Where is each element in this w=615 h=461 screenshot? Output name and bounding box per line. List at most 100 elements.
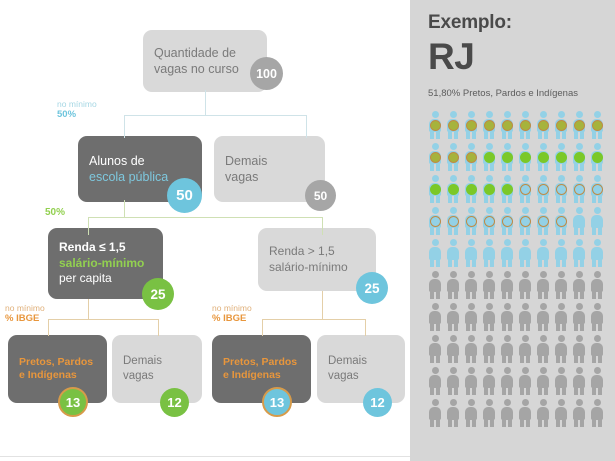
- figure-body: [501, 375, 513, 388]
- figure-leg-left: [574, 163, 578, 171]
- figure-head: [431, 271, 439, 278]
- figure-leg-left: [466, 227, 470, 235]
- pictogram-figure: [553, 334, 569, 364]
- figure-marker-ring: [483, 216, 495, 227]
- figure-leg-right: [436, 387, 440, 395]
- pictogram-figure: [463, 206, 479, 236]
- figure-body: [573, 247, 585, 260]
- figure-body: [573, 375, 585, 388]
- figure-head: [539, 175, 547, 182]
- badge-ppi-esquerda: 13: [58, 387, 88, 417]
- connector-renda-maior-down: [322, 217, 323, 235]
- figure-body: [501, 247, 513, 260]
- figure-head: [557, 271, 565, 278]
- figure-marker-olive: [429, 152, 441, 163]
- figure-body: [465, 407, 477, 420]
- pictogram-figure: [589, 110, 605, 140]
- figure-body: [483, 343, 495, 356]
- badge-demais-vagas-3: 12: [363, 388, 392, 417]
- pictogram-figure: [445, 270, 461, 300]
- figure-head: [557, 111, 565, 118]
- figure-leg-right: [508, 387, 512, 395]
- pictogram-figure: [517, 366, 533, 396]
- figure-leg-left: [592, 195, 596, 203]
- figure-leg-left: [520, 387, 524, 395]
- figure-head: [449, 143, 457, 150]
- figure-leg-left: [538, 163, 542, 171]
- figure-leg-right: [562, 163, 566, 171]
- connector-escola-down: [124, 115, 125, 138]
- node-ppi-direita[interactable]: Pretos, Pardos e Indígenas: [212, 335, 311, 403]
- figure-marker-green: [573, 152, 585, 163]
- node-demais-vagas-3[interactable]: Demais vagas: [317, 335, 405, 403]
- node-ppi-esquerda[interactable]: Pretos, Pardos e Indígenas: [8, 335, 107, 403]
- figure-head: [467, 175, 475, 182]
- node-line: Renda ≤ 1,5: [59, 240, 126, 255]
- figure-head: [485, 239, 493, 246]
- pictogram-figure: [517, 302, 533, 332]
- figure-leg-left: [448, 355, 452, 363]
- caption-ibge-esquerda: no mínimo % IBGE: [5, 303, 45, 324]
- figure-head: [575, 335, 583, 342]
- figure-head: [431, 207, 439, 214]
- figure-marker-ring: [591, 184, 603, 195]
- connector-renda-menor-down: [88, 217, 89, 235]
- pictogram-figure: [517, 142, 533, 172]
- figure-body: [447, 247, 459, 260]
- figure-leg-right: [436, 323, 440, 331]
- figure-leg-right: [454, 227, 458, 235]
- figure-leg-right: [526, 195, 530, 203]
- figure-leg-right: [544, 419, 548, 427]
- pictogram-figure: [463, 270, 479, 300]
- figure-head: [593, 175, 601, 182]
- connector-demais2-down: [158, 319, 159, 336]
- figure-head: [485, 207, 493, 214]
- pictogram-figure: [427, 206, 443, 236]
- figure-head: [449, 207, 457, 214]
- node-quantidade-vagas[interactable]: Quantidade de vagas no curso: [143, 30, 267, 92]
- badge-renda-menor: 25: [142, 278, 174, 310]
- figure-body: [465, 343, 477, 356]
- figure-leg-right: [544, 163, 548, 171]
- figure-leg-left: [592, 131, 596, 139]
- figure-leg-right: [436, 259, 440, 267]
- node-line-highlight: salário-mínimo: [59, 255, 145, 270]
- node-demais-vagas-2[interactable]: Demais vagas: [112, 335, 202, 403]
- figure-marker-olive: [465, 120, 477, 131]
- pictogram-figure: [463, 238, 479, 268]
- figure-leg-left: [574, 291, 578, 299]
- figure-leg-left: [466, 323, 470, 331]
- pictogram-figure: [445, 302, 461, 332]
- node-renda-maior[interactable]: Renda > 1,5 salário-mínimo: [258, 228, 376, 291]
- pictogram-figure: [517, 270, 533, 300]
- figure-body: [465, 279, 477, 292]
- pictogram-figure: [427, 398, 443, 428]
- figure-body: [519, 407, 531, 420]
- figure-leg-left: [484, 227, 488, 235]
- pictogram-figure: [535, 206, 551, 236]
- node-line: vagas no curso: [154, 62, 239, 76]
- figure-body: [429, 343, 441, 356]
- figure-head: [503, 303, 511, 310]
- pictogram-figure: [481, 302, 497, 332]
- pictogram-figure: [499, 270, 515, 300]
- figure-marker-ring: [573, 184, 585, 195]
- node-line: salário-mínimo: [269, 259, 348, 274]
- figure-leg-left: [502, 163, 506, 171]
- pictogram-figure: [553, 142, 569, 172]
- pictogram-figure: [535, 110, 551, 140]
- figure-head: [539, 367, 547, 374]
- figure-body: [429, 247, 441, 260]
- figure-leg-right: [562, 131, 566, 139]
- figure-marker-green: [519, 152, 531, 163]
- node-alunos-escola-publica[interactable]: Alunos de escola pública: [78, 136, 202, 202]
- figure-leg-left: [592, 419, 596, 427]
- figure-head: [575, 111, 583, 118]
- figure-body: [591, 343, 603, 356]
- pictogram-figure: [499, 206, 515, 236]
- figure-body: [465, 311, 477, 324]
- pictogram-figure: [427, 142, 443, 172]
- figure-head: [449, 271, 457, 278]
- figure-leg-left: [466, 163, 470, 171]
- pictogram-figure: [571, 206, 587, 236]
